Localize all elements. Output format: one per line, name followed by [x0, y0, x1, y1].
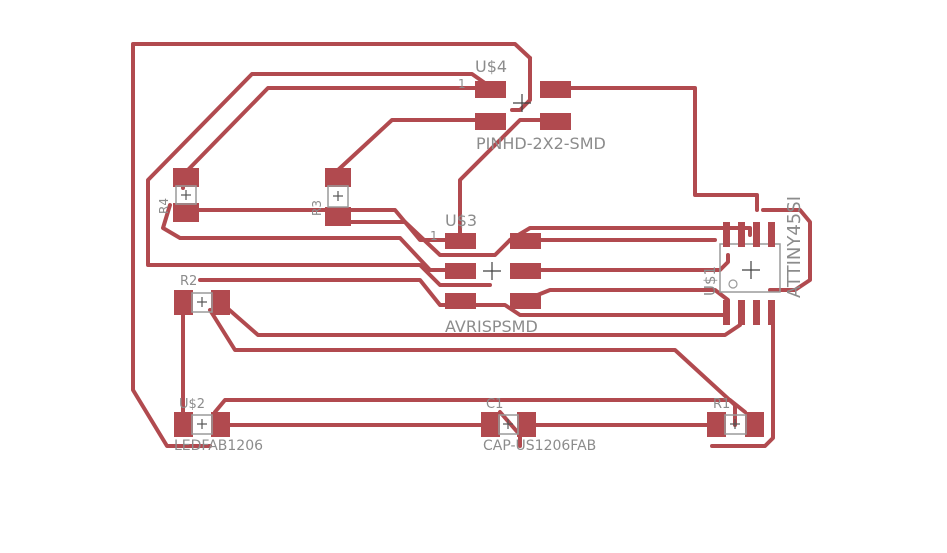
c1-value: CAP-US1206FAB [483, 438, 596, 454]
u4-name: U$4 [475, 57, 507, 76]
resistor-r2: R2 [174, 274, 230, 315]
u4-value: PINHD-2X2-SMD [476, 134, 606, 153]
u3-value: AVRISPSMD [445, 317, 538, 336]
trace-header-u1 [553, 86, 759, 212]
resistor-r4: R4 [157, 168, 199, 222]
trace-u1-right [761, 208, 812, 292]
trace-r3-mid [336, 213, 512, 257]
trace-r3-header [336, 118, 492, 172]
mcu-u1: U$1 ATTINY45SI [701, 196, 805, 325]
u4-pad-4 [540, 113, 571, 130]
trace-r4-lower [161, 203, 462, 272]
c1-name: C1 [486, 397, 503, 412]
trace-outer-loop-2 [510, 56, 532, 112]
u4-pad-2 [540, 81, 571, 98]
header-u4: U$4 1 PINHD-2X2-SMD [458, 57, 606, 153]
trace-r4-header [146, 72, 494, 287]
u1-value: ATTINY45SI [784, 196, 805, 298]
r3-name: R3 [310, 200, 324, 216]
trace-u1-r1 [710, 316, 775, 448]
u4-pad-1 [475, 81, 506, 98]
u4-pin1: 1 [458, 77, 466, 91]
u2-value: LEDFAB1206 [174, 438, 263, 454]
u4-pad-3 [475, 113, 506, 130]
u3-name: U$3 [445, 211, 477, 230]
u2-name: U$2 [179, 397, 205, 412]
r1-name: R1 [713, 397, 730, 412]
trace-led-c1 [213, 398, 747, 414]
resistor-r3: R3 [310, 168, 351, 226]
trace-outer-loop [131, 42, 532, 448]
led-u2: U$2 LEDFAB1206 [174, 397, 263, 454]
r2-name: R2 [180, 274, 197, 289]
trace-u3-u1-b [523, 253, 730, 272]
capacitor-c1: C1 CAP-US1206FAB [481, 397, 596, 454]
u3-pin1: 1 [430, 229, 438, 243]
trace-r2-r1 [208, 308, 737, 427]
u1-name: U$1 [701, 266, 719, 296]
r4-name: R4 [157, 198, 171, 214]
isp-u3: U$3 1 AVRISPSMD [430, 211, 541, 336]
trace-header-u3 [458, 118, 542, 242]
resistor-r1: R1 [707, 397, 764, 437]
